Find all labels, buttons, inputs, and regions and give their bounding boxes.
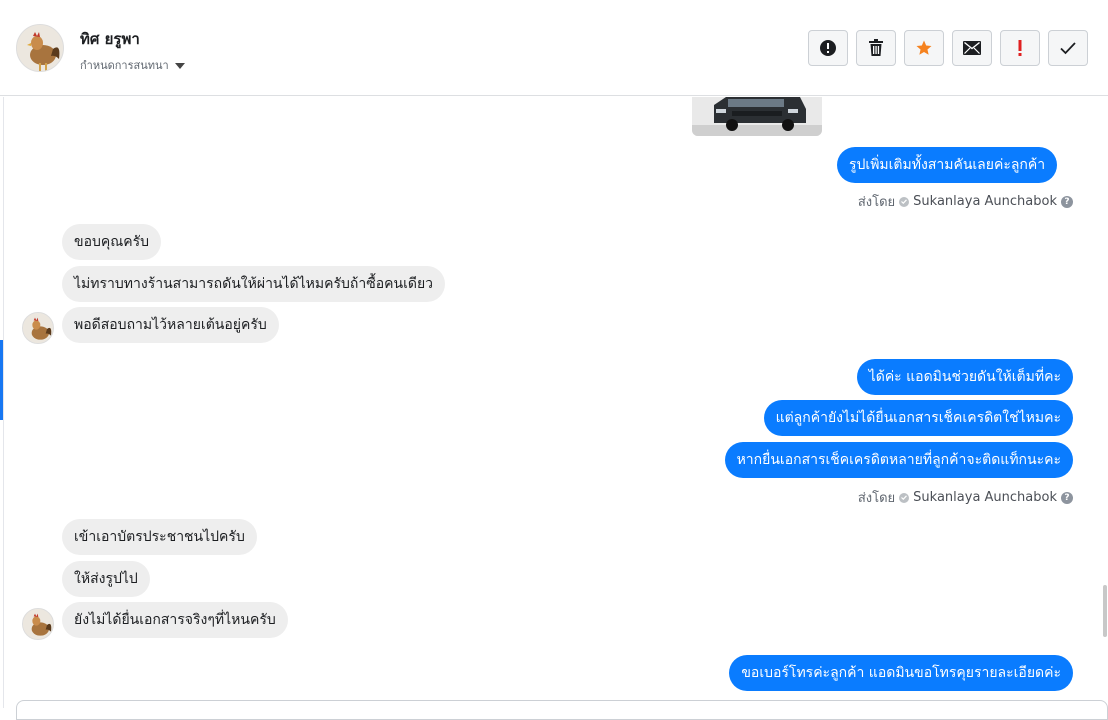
mark-spam-button[interactable]	[1000, 30, 1040, 66]
trash-icon	[869, 39, 883, 56]
alert-circle-icon	[820, 40, 836, 56]
message-thread[interactable]: รูปเพิ่มเติมทั้งสามคันเลยค่ะลูกค้า ส่งโด…	[0, 97, 1108, 708]
verified-dot-icon	[899, 196, 910, 207]
verified-dot-icon	[899, 492, 910, 503]
message-outgoing[interactable]: แต่ลูกค้ายังไม่ได้ยื่นเอกสารเช็คเครดิตใช…	[763, 400, 1073, 436]
mark-unread-button[interactable]	[952, 30, 992, 66]
sent-by-prefix: ส่งโดย	[857, 195, 896, 210]
star-button[interactable]	[904, 30, 944, 66]
car-photo-image	[692, 97, 822, 136]
message-outgoing[interactable]: หากยื่นเอกสารเช็คเครดิตหลายที่ลูกค้าจะติ…	[724, 442, 1073, 478]
conversation-actions	[808, 30, 1088, 66]
mark-done-button[interactable]	[1048, 30, 1088, 66]
envelope-icon	[963, 41, 981, 55]
contact-avatar-small[interactable]	[22, 312, 54, 344]
contact-avatar[interactable]	[16, 24, 64, 72]
rooster-avatar-image	[23, 609, 53, 639]
message-incoming[interactable]: ขอบคุณครับ	[62, 224, 161, 260]
sent-by-prefix: ส่งโดย	[857, 491, 896, 506]
sent-by-info: ส่งโดย Sukanlaya Aunchabok ?	[858, 191, 1073, 212]
sent-by-agent[interactable]: Sukanlaya Aunchabok	[913, 194, 1057, 209]
thread-active-indicator	[0, 340, 3, 420]
car-photo-attachment[interactable]	[692, 97, 822, 136]
message-incoming[interactable]: พอดีสอบถามไว้หลายเต้นอยู่ครับ	[62, 307, 279, 343]
help-icon[interactable]: ?	[1061, 195, 1073, 208]
message-incoming[interactable]: ให้ส่งรูปไป	[62, 561, 150, 597]
rooster-avatar-image	[17, 25, 63, 71]
help-icon[interactable]: ?	[1061, 491, 1073, 504]
sent-by-info: ส่งโดย Sukanlaya Aunchabok ?	[858, 487, 1073, 508]
conversation-header: ทิศ ยรูพา กำหนดการสนทนา	[0, 0, 1108, 96]
exclamation-icon	[1018, 40, 1022, 56]
delete-button[interactable]	[856, 30, 896, 66]
message-outgoing[interactable]: ขอเบอร์โทรค่ะลูกค้า แอดมินขอโทรคุยรายละเ…	[729, 655, 1073, 691]
report-button[interactable]	[808, 30, 848, 66]
message-incoming[interactable]: เข้าเอาบัตรประชาชนไปครับ	[62, 519, 257, 555]
thread-left-border	[3, 97, 4, 708]
contact-name: ทิศ ยรูพา	[80, 30, 140, 48]
message-outgoing[interactable]: รูปเพิ่มเติมทั้งสามคันเลยค่ะลูกค้า	[837, 147, 1058, 183]
assign-conversation-dropdown[interactable]: กำหนดการสนทนา	[80, 56, 185, 74]
rooster-avatar-image	[23, 313, 53, 343]
message-incoming[interactable]: ไม่ทราบทางร้านสามารถดันให้ผ่านได้ไหมครับ…	[62, 266, 446, 302]
checkmark-icon	[1060, 42, 1076, 55]
contact-avatar-small[interactable]	[22, 608, 54, 640]
star-icon	[916, 40, 932, 55]
assign-conversation-label: กำหนดการสนทนา	[80, 59, 169, 72]
thread-scrollbar[interactable]	[1103, 585, 1107, 637]
message-outgoing[interactable]: ได้ค่ะ แอดมินช่วยดันให้เต็มที่คะ	[856, 359, 1073, 395]
message-incoming[interactable]: ยังไม่ได้ยื่นเอกสารจริงๆที่ไหนครับ	[62, 602, 288, 638]
caret-down-icon	[174, 62, 185, 69]
sent-by-agent[interactable]: Sukanlaya Aunchabok	[913, 490, 1057, 505]
message-composer[interactable]	[16, 700, 1108, 720]
